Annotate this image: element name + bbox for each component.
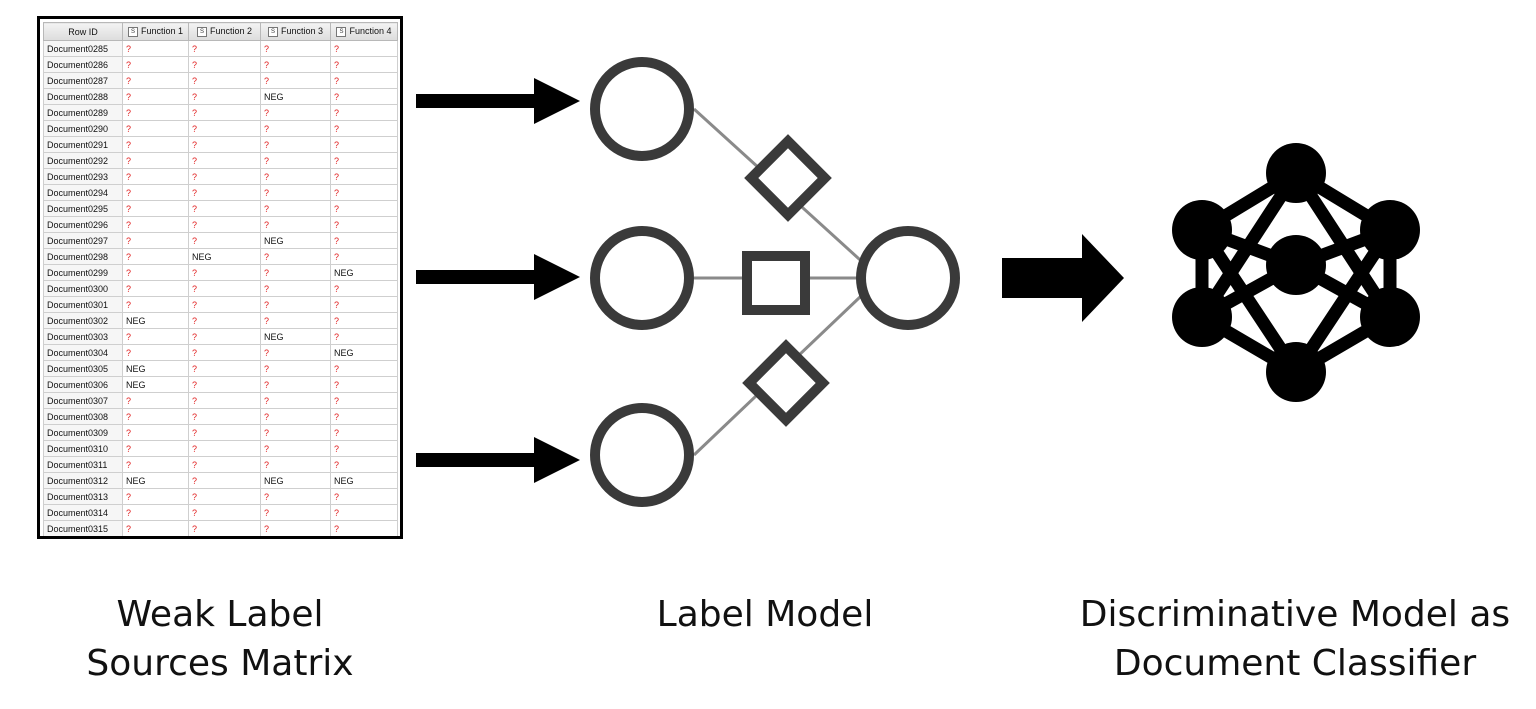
row-id-cell: Document0306 xyxy=(43,376,123,393)
table-row[interactable]: Document0304???NEG xyxy=(43,344,398,361)
table-row[interactable]: Document0310???? xyxy=(43,440,398,457)
column-header-label: Function 4 xyxy=(349,26,392,36)
column-header-row-id[interactable]: Row ID xyxy=(43,22,123,41)
row-id-cell: Document0285 xyxy=(43,40,123,57)
source-node-1 xyxy=(590,57,694,161)
row-id-cell: Document0296 xyxy=(43,216,123,233)
table-row[interactable]: Document0291???? xyxy=(43,136,398,153)
label-cell: ? xyxy=(330,520,398,536)
source-node-3 xyxy=(590,403,694,507)
right-arrow-icon xyxy=(416,78,580,124)
table-row[interactable]: Document0285???? xyxy=(43,40,398,57)
discriminative-model-caption: Discriminative Model as Document Classif… xyxy=(1079,594,1511,684)
row-id-cell: Document0314 xyxy=(43,504,123,521)
row-id-cell: Document0305 xyxy=(43,360,123,377)
row-id-cell: Document0291 xyxy=(43,136,123,153)
row-id-cell: Document0311 xyxy=(43,456,123,473)
neural-network-icon xyxy=(1172,143,1420,402)
table-row[interactable]: Document0315???? xyxy=(43,520,398,536)
table-row[interactable]: Document0292???? xyxy=(43,152,398,169)
right-arrow-icon xyxy=(1002,234,1124,322)
label-model-graph xyxy=(590,57,960,507)
column-header-label: Function 1 xyxy=(140,26,184,36)
label-cell: ? xyxy=(122,520,189,536)
table-row[interactable]: Document0308???? xyxy=(43,408,398,425)
table-row[interactable]: Document0298?NEG?? xyxy=(43,248,398,265)
table-row[interactable]: Document0287???? xyxy=(43,72,398,89)
source-node-2 xyxy=(590,226,694,330)
table-row[interactable]: Document0295???? xyxy=(43,200,398,217)
row-id-cell: Document0287 xyxy=(43,72,123,89)
factor-square-middle xyxy=(742,251,810,315)
right-arrow-icon xyxy=(416,254,580,300)
factor-diamond-top xyxy=(744,134,832,222)
column-type-icon: S xyxy=(196,27,207,37)
label-model-caption: Label Model xyxy=(656,594,874,635)
column-header-label: Function 2 xyxy=(209,26,253,36)
column-type-icon: S xyxy=(127,27,138,37)
output-node xyxy=(856,226,960,330)
row-id-cell: Document0304 xyxy=(43,344,123,361)
row-id-cell: Document0300 xyxy=(43,280,123,297)
table-row[interactable]: Document0299???NEG xyxy=(43,264,398,281)
column-header-label: Row ID xyxy=(68,26,98,37)
row-id-cell: Document0309 xyxy=(43,424,123,441)
row-id-cell: Document0302 xyxy=(43,312,123,329)
row-id-cell: Document0286 xyxy=(43,56,123,73)
table-row[interactable]: Document0303??NEG? xyxy=(43,328,398,345)
right-arrow-icon xyxy=(416,437,580,483)
row-id-cell: Document0301 xyxy=(43,296,123,313)
row-id-cell: Document0289 xyxy=(43,104,123,121)
factor-diamond-bottom xyxy=(742,339,830,427)
column-type-icon: S xyxy=(336,27,347,37)
row-id-cell: Document0310 xyxy=(43,440,123,457)
table-row[interactable]: Document0296???? xyxy=(43,216,398,233)
row-id-cell: Document0298 xyxy=(43,248,123,265)
weak-label-caption: Weak Label Sources Matrix xyxy=(86,594,354,684)
table-row[interactable]: Document0311???? xyxy=(43,456,398,473)
column-header-label: Function 3 xyxy=(280,26,324,36)
table-row[interactable]: Document0314???? xyxy=(43,504,398,521)
table-row[interactable]: Document0286???? xyxy=(43,56,398,73)
column-type-icon: S xyxy=(267,27,278,37)
